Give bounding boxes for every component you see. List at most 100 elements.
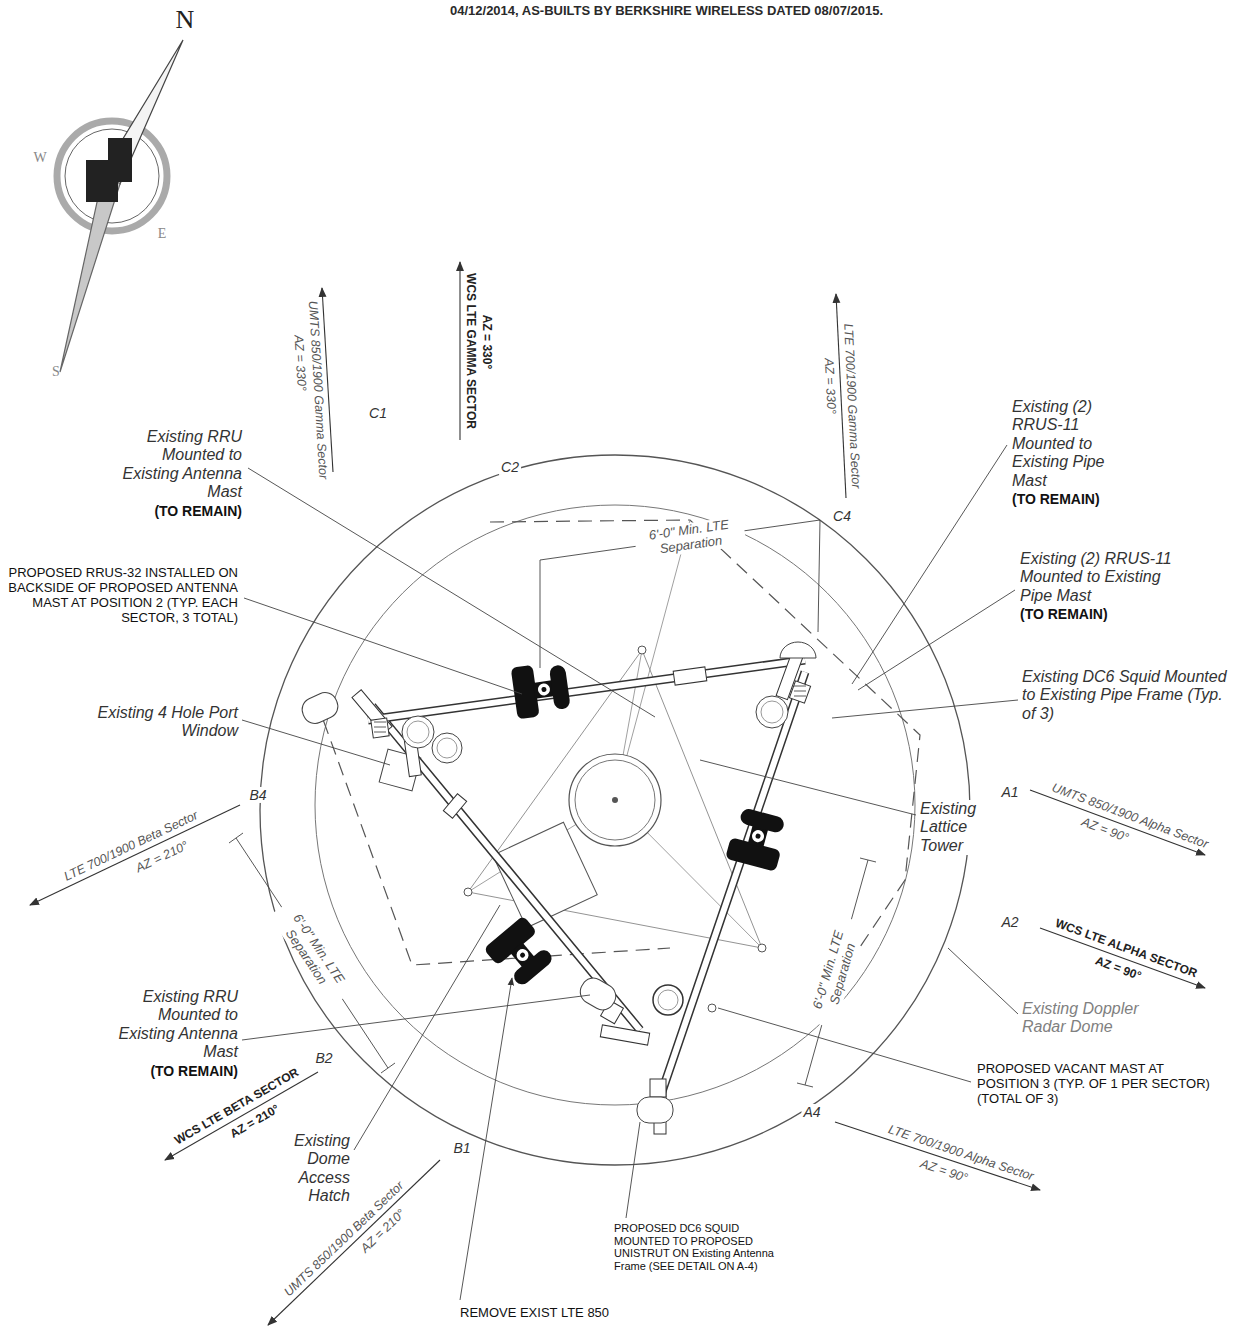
proposed-rru	[751, 829, 766, 844]
dimension-line	[229, 833, 395, 1073]
leader-line	[832, 700, 1018, 718]
existing-equipment	[402, 696, 788, 1015]
dimension-label: 6'-0" Min. LTE Separation	[806, 915, 865, 1029]
position-id: A2	[999, 914, 1020, 930]
position-id: A1	[999, 784, 1020, 800]
center-mast	[575, 760, 655, 840]
sector-label: UMTS 850/1900 Gamma Sector	[305, 298, 330, 481]
azimuth-arrow	[835, 1122, 1040, 1190]
radar-dome	[260, 455, 970, 1165]
sector-arrows	[30, 262, 1205, 1325]
compass-ring	[57, 121, 167, 231]
antenna-frame	[368, 660, 805, 1112]
leader-line	[626, 1122, 640, 1218]
status-note: (TO REMAIN)	[110, 1063, 240, 1079]
callout-text: PROPOSED RRUS-32 INSTALLED ON BACKSIDE O…	[4, 566, 240, 626]
dimension-label: 6'-0" Min. LTE Separation	[633, 516, 746, 561]
callout-text: Existing Lattice Tower	[918, 800, 990, 855]
proposed-mast	[511, 660, 572, 719]
proposed-rru	[511, 947, 555, 988]
leader-lines	[242, 445, 1018, 1300]
round-equipment	[432, 733, 462, 763]
tower-leg	[464, 888, 472, 896]
revision-note: 04/12/2014, AS-BUILTS BY BERKSHIRE WIREL…	[448, 4, 885, 19]
dimension-line	[797, 858, 876, 1087]
sector-label: AZ = 330°	[479, 313, 493, 372]
leader-line	[242, 995, 590, 1040]
pipe-frame	[368, 660, 805, 1112]
azimuth-arrow	[1040, 928, 1205, 988]
callout-text: Existing RRU Mounted to Existing Antenna…	[110, 988, 240, 1062]
rru-unit	[371, 718, 389, 738]
existing-antenna	[576, 974, 620, 1015]
position-id: C2	[499, 459, 521, 475]
compass-letter: E	[156, 226, 169, 242]
dome-inner-ring	[315, 505, 915, 1105]
status-note: (TO REMAIN)	[1018, 606, 1196, 622]
rru-unit	[371, 667, 811, 1097]
callout-text: Existing (2) RRUS-11 Mounted to Existing…	[1018, 550, 1196, 605]
callout-text: Existing Doppler Radar Dome	[1020, 1000, 1145, 1037]
existing-antenna	[637, 1097, 673, 1123]
dimension-label: 6'-0" Min. LTE Separation	[269, 899, 355, 1007]
tower-leg	[758, 944, 766, 952]
position-id: B4	[247, 787, 268, 803]
compass-logo	[86, 138, 132, 202]
proposed-rru	[519, 952, 526, 959]
leader-line	[242, 720, 390, 765]
center-mast	[612, 797, 618, 803]
sector-label: UMTS 850/1900 Alpha Sector	[1048, 780, 1212, 853]
proposed-rru	[537, 683, 551, 697]
position-id: B2	[313, 1050, 334, 1066]
position-id: C1	[367, 405, 389, 421]
leader-line	[700, 760, 916, 815]
callout-text: Existing (2) RRUS-11 Mounted to Existing…	[1010, 398, 1128, 490]
azimuth-arrow	[459, 262, 460, 440]
frame-bracket	[600, 1025, 649, 1045]
pipe-frame	[368, 660, 805, 1112]
leader-line	[718, 1008, 971, 1082]
proposed-rru	[739, 807, 786, 834]
center-mast	[569, 754, 661, 846]
round-equipment	[437, 738, 457, 758]
status-note: (TO REMAIN)	[1010, 491, 1128, 507]
round-equipment	[653, 985, 683, 1015]
callout-text: REMOVE EXIST LTE 850	[458, 1306, 611, 1321]
dimension-lines	[229, 520, 876, 1087]
proposed-rru	[549, 664, 571, 710]
callout-text: PROPOSED DC6 SQUID MOUNTED TO PROPOSED U…	[612, 1222, 797, 1273]
position-id: C4	[831, 508, 853, 524]
leader-line	[948, 948, 1018, 1014]
position-id: A4	[801, 1104, 822, 1120]
proposed-rru	[755, 833, 761, 839]
compass-letter: N	[174, 5, 197, 35]
proposed-rru	[541, 687, 547, 693]
callout-text: Existing 4 Hole Port Window	[70, 704, 240, 741]
leader-line	[858, 590, 1015, 690]
callout-text: Existing DC6 Squid Mounted to Existing P…	[1020, 668, 1232, 723]
compass-letter: S	[50, 364, 62, 380]
existing-antenna	[780, 642, 816, 658]
proposed-mast	[725, 806, 789, 872]
round-equipment	[407, 721, 429, 743]
callout-text: Existing RRU Mounted to Existing Antenna…	[114, 428, 244, 502]
sector-label: AZ = 330°	[291, 333, 309, 394]
rru-unit	[673, 667, 707, 685]
azimuth-arrow	[1030, 790, 1205, 855]
azimuth-arrow	[30, 805, 240, 905]
tower-leg	[638, 646, 646, 654]
existing-antenna	[298, 689, 342, 728]
leader-line	[248, 468, 655, 717]
status-note: (TO REMAIN)	[114, 503, 244, 519]
rru-unit	[650, 1079, 666, 1097]
tower-leg	[708, 1004, 716, 1012]
leader-line	[354, 905, 500, 1150]
callout-text: Existing Dome Access Hatch	[268, 1132, 352, 1206]
position-id: B1	[451, 1140, 472, 1156]
round-equipment	[402, 716, 434, 748]
rru-hatching	[374, 686, 806, 732]
leader-line	[852, 445, 1007, 684]
callout-text: PROPOSED VACANT MAST AT POSITION 3 (TYP.…	[975, 1062, 1225, 1107]
north-arrow	[57, 40, 183, 372]
round-equipment	[761, 701, 783, 723]
